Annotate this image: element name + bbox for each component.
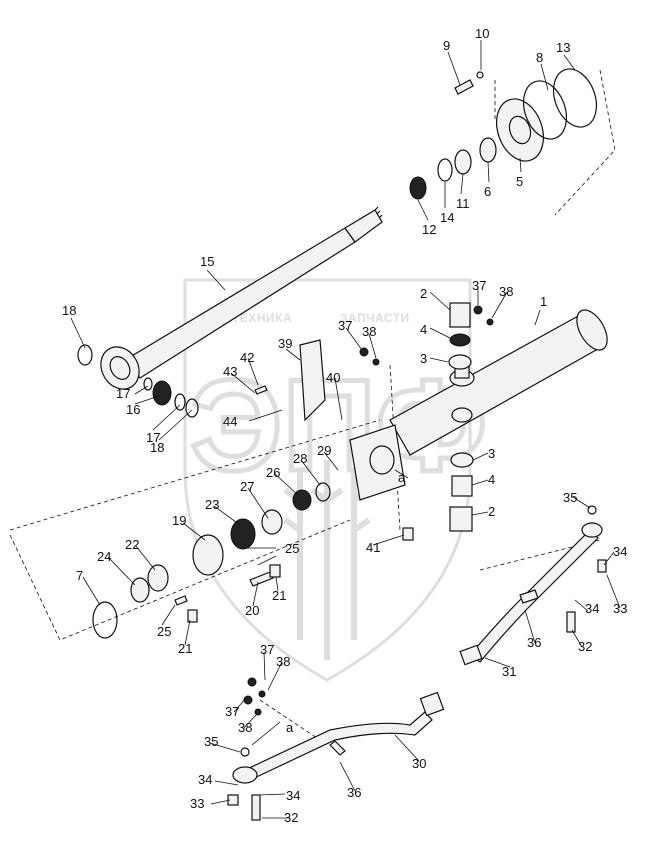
part-number-label: 38 [276,654,290,669]
part-number-label: 9 [443,38,450,53]
part-number-label: 34 [585,601,599,616]
part-number-label: 21 [272,588,286,603]
part-number-label: 28 [293,451,307,466]
part-number-label: 14 [440,210,454,225]
part-number-label: 1 [540,294,547,309]
part-number-label: 4 [488,472,495,487]
watermark: ТЕХНИКА ЗАПЧАСТИ ЭПФ [183,278,489,682]
part-number-label: 19 [172,513,186,528]
part-number-label: 3 [420,351,427,366]
part-number-label: 38 [499,284,513,299]
part-number-label: 18 [150,440,164,455]
part-number-label: 15 [200,254,214,269]
part-number-label: 17 [146,430,160,445]
part-number-label: 24 [97,549,111,564]
pipe-31 [459,505,607,666]
assembly-lines [9,69,616,741]
part-number-label: 31 [502,664,516,679]
part-number-label: 37 [260,642,274,657]
part-number-label: 16 [126,402,140,417]
part-number-label: 23 [205,497,219,512]
part-number-label: 3 [488,446,495,461]
part-number-label: 17 [116,386,130,401]
part-number-label: 44 [223,414,237,429]
leader-lines [70,40,621,819]
part-number-label: 42 [240,350,254,365]
piston-parts [77,339,406,639]
part-number-label: 33 [613,601,627,616]
part-number-label: 39 [278,336,292,351]
rod-eye [100,346,140,390]
bushings [359,302,494,541]
part-number-label: 8 [536,50,543,65]
part-number-label: 35 [204,734,218,749]
part-number-label: 30 [412,756,426,771]
part-number-label: 18 [62,303,76,318]
part-number-label: 38 [238,720,252,735]
part-number-label: 34 [613,544,627,559]
watermark-brand-top: ТЕХНИКА [232,311,292,325]
part-number-label: 7 [76,568,83,583]
part-number-label: 38 [362,324,376,339]
part-number-label: 40 [326,370,340,385]
part-number-label: 22 [125,537,139,552]
part-number-label: 21 [178,641,192,656]
part-number-label: 10 [475,26,489,41]
part-number-label: 4 [420,322,427,337]
piston-rod [100,206,383,390]
pipe-30 [227,677,445,821]
part-number-label: 2 [488,504,495,519]
part-number-label: 32 [578,639,592,654]
part-number-label: 34 [286,788,300,803]
part-number-label: 13 [556,40,570,55]
part-number-label: 2 [420,286,427,301]
part-number-label: 36 [347,785,361,800]
part-number-label: 12 [422,222,436,237]
part-number-label: 35 [563,490,577,505]
part-number-label: 37 [472,278,486,293]
part-number-label: 32 [284,810,298,825]
part-number-label: 29 [317,443,331,458]
part-number-label: 34 [198,772,212,787]
part-number-label: 37 [225,704,239,719]
watermark-brand-right: ЗАПЧАСТИ [340,311,410,325]
part-number-label: 37 [338,318,352,333]
part-number-label: 20 [245,603,259,618]
part-number-label: 5 [516,174,523,189]
connection-mark-label: a [286,720,294,735]
part-number-label: 26 [266,465,280,480]
part-number-label: 33 [190,796,204,811]
connection-mark-label: a [398,470,406,485]
head-cover-parts [409,68,598,200]
part-number-label: 27 [240,479,254,494]
cylinder-tube [389,309,608,456]
part-number-label: 25 [285,541,299,556]
part-number-label: 36 [527,635,541,650]
part-number-label: 43 [223,364,237,379]
part-number-label: 6 [484,184,491,199]
part-number-label: 11 [456,196,470,211]
part-number-label: 25 [157,624,171,639]
part-number-label: 41 [366,540,380,555]
